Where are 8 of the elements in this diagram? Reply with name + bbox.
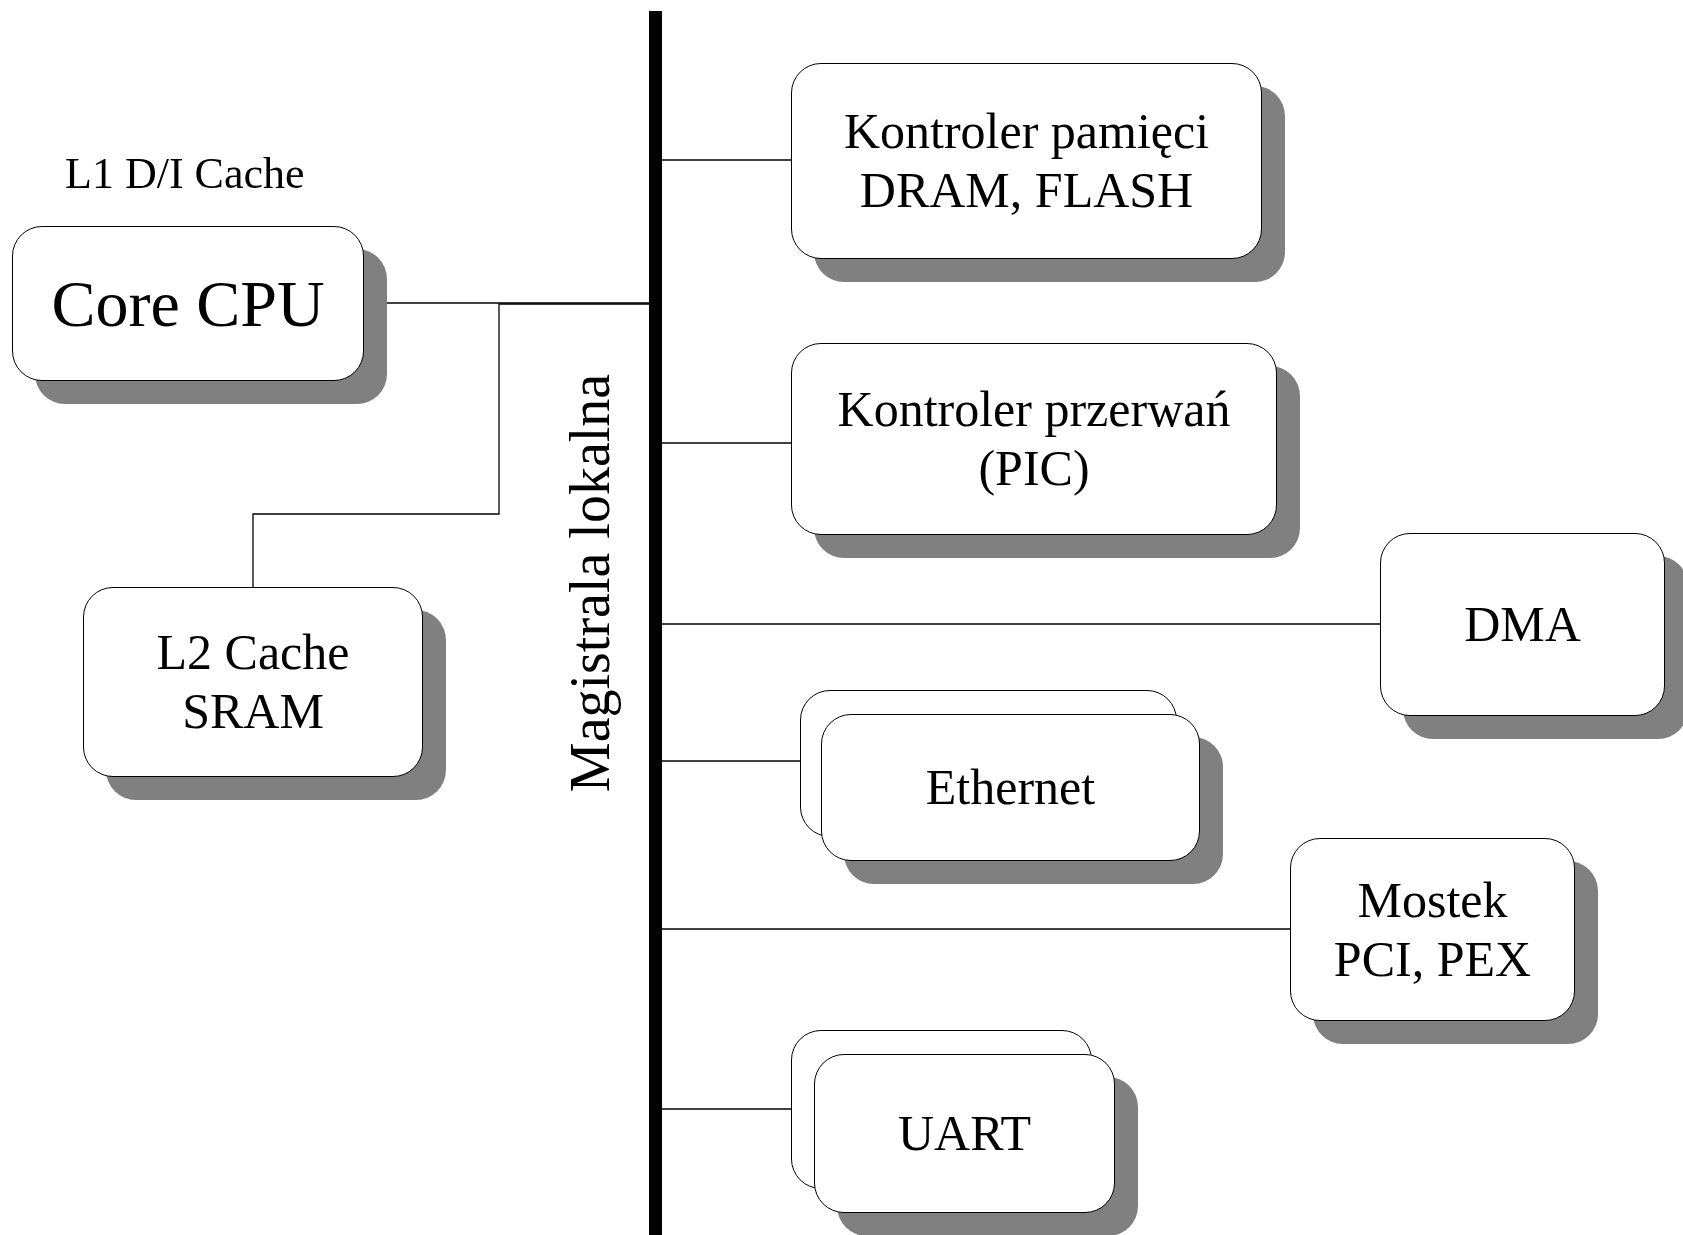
- connector-line: [252, 303, 650, 588]
- bus-bar: [649, 11, 662, 1235]
- connector-line: [661, 928, 1291, 930]
- connector-line: [661, 442, 792, 444]
- connector-line: [661, 623, 1381, 625]
- bus-label: Magistrala lokalna: [558, 373, 622, 793]
- connector-line: [661, 159, 792, 161]
- cache-label: L1 D/I Cache: [65, 148, 305, 199]
